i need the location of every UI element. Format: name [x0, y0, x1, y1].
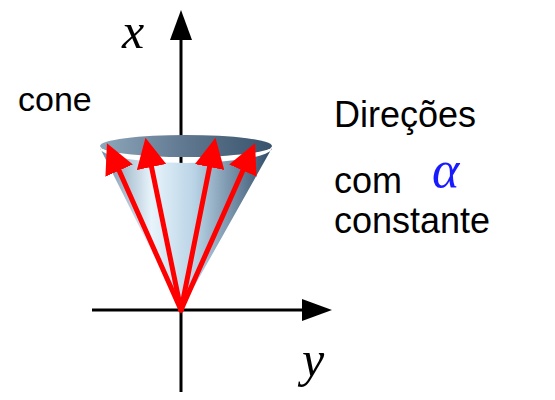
direction-arrow: [147, 145, 181, 310]
y-axis-head: [302, 299, 332, 321]
note-text: constante: [334, 200, 490, 242]
cone-rim: [100, 135, 272, 157]
direction-arrow: [110, 150, 181, 310]
angle-symbol: α: [432, 140, 459, 199]
y-axis: [92, 309, 305, 312]
axis-label: x: [122, 2, 144, 60]
direction-arrow: [181, 150, 252, 310]
note-text: Direções: [334, 94, 476, 136]
axis-label: y: [302, 330, 324, 388]
x-axis-head: [170, 10, 192, 40]
shape-label: cone: [18, 80, 92, 119]
direction-arrow: [181, 145, 214, 310]
note-text: com: [334, 160, 402, 202]
